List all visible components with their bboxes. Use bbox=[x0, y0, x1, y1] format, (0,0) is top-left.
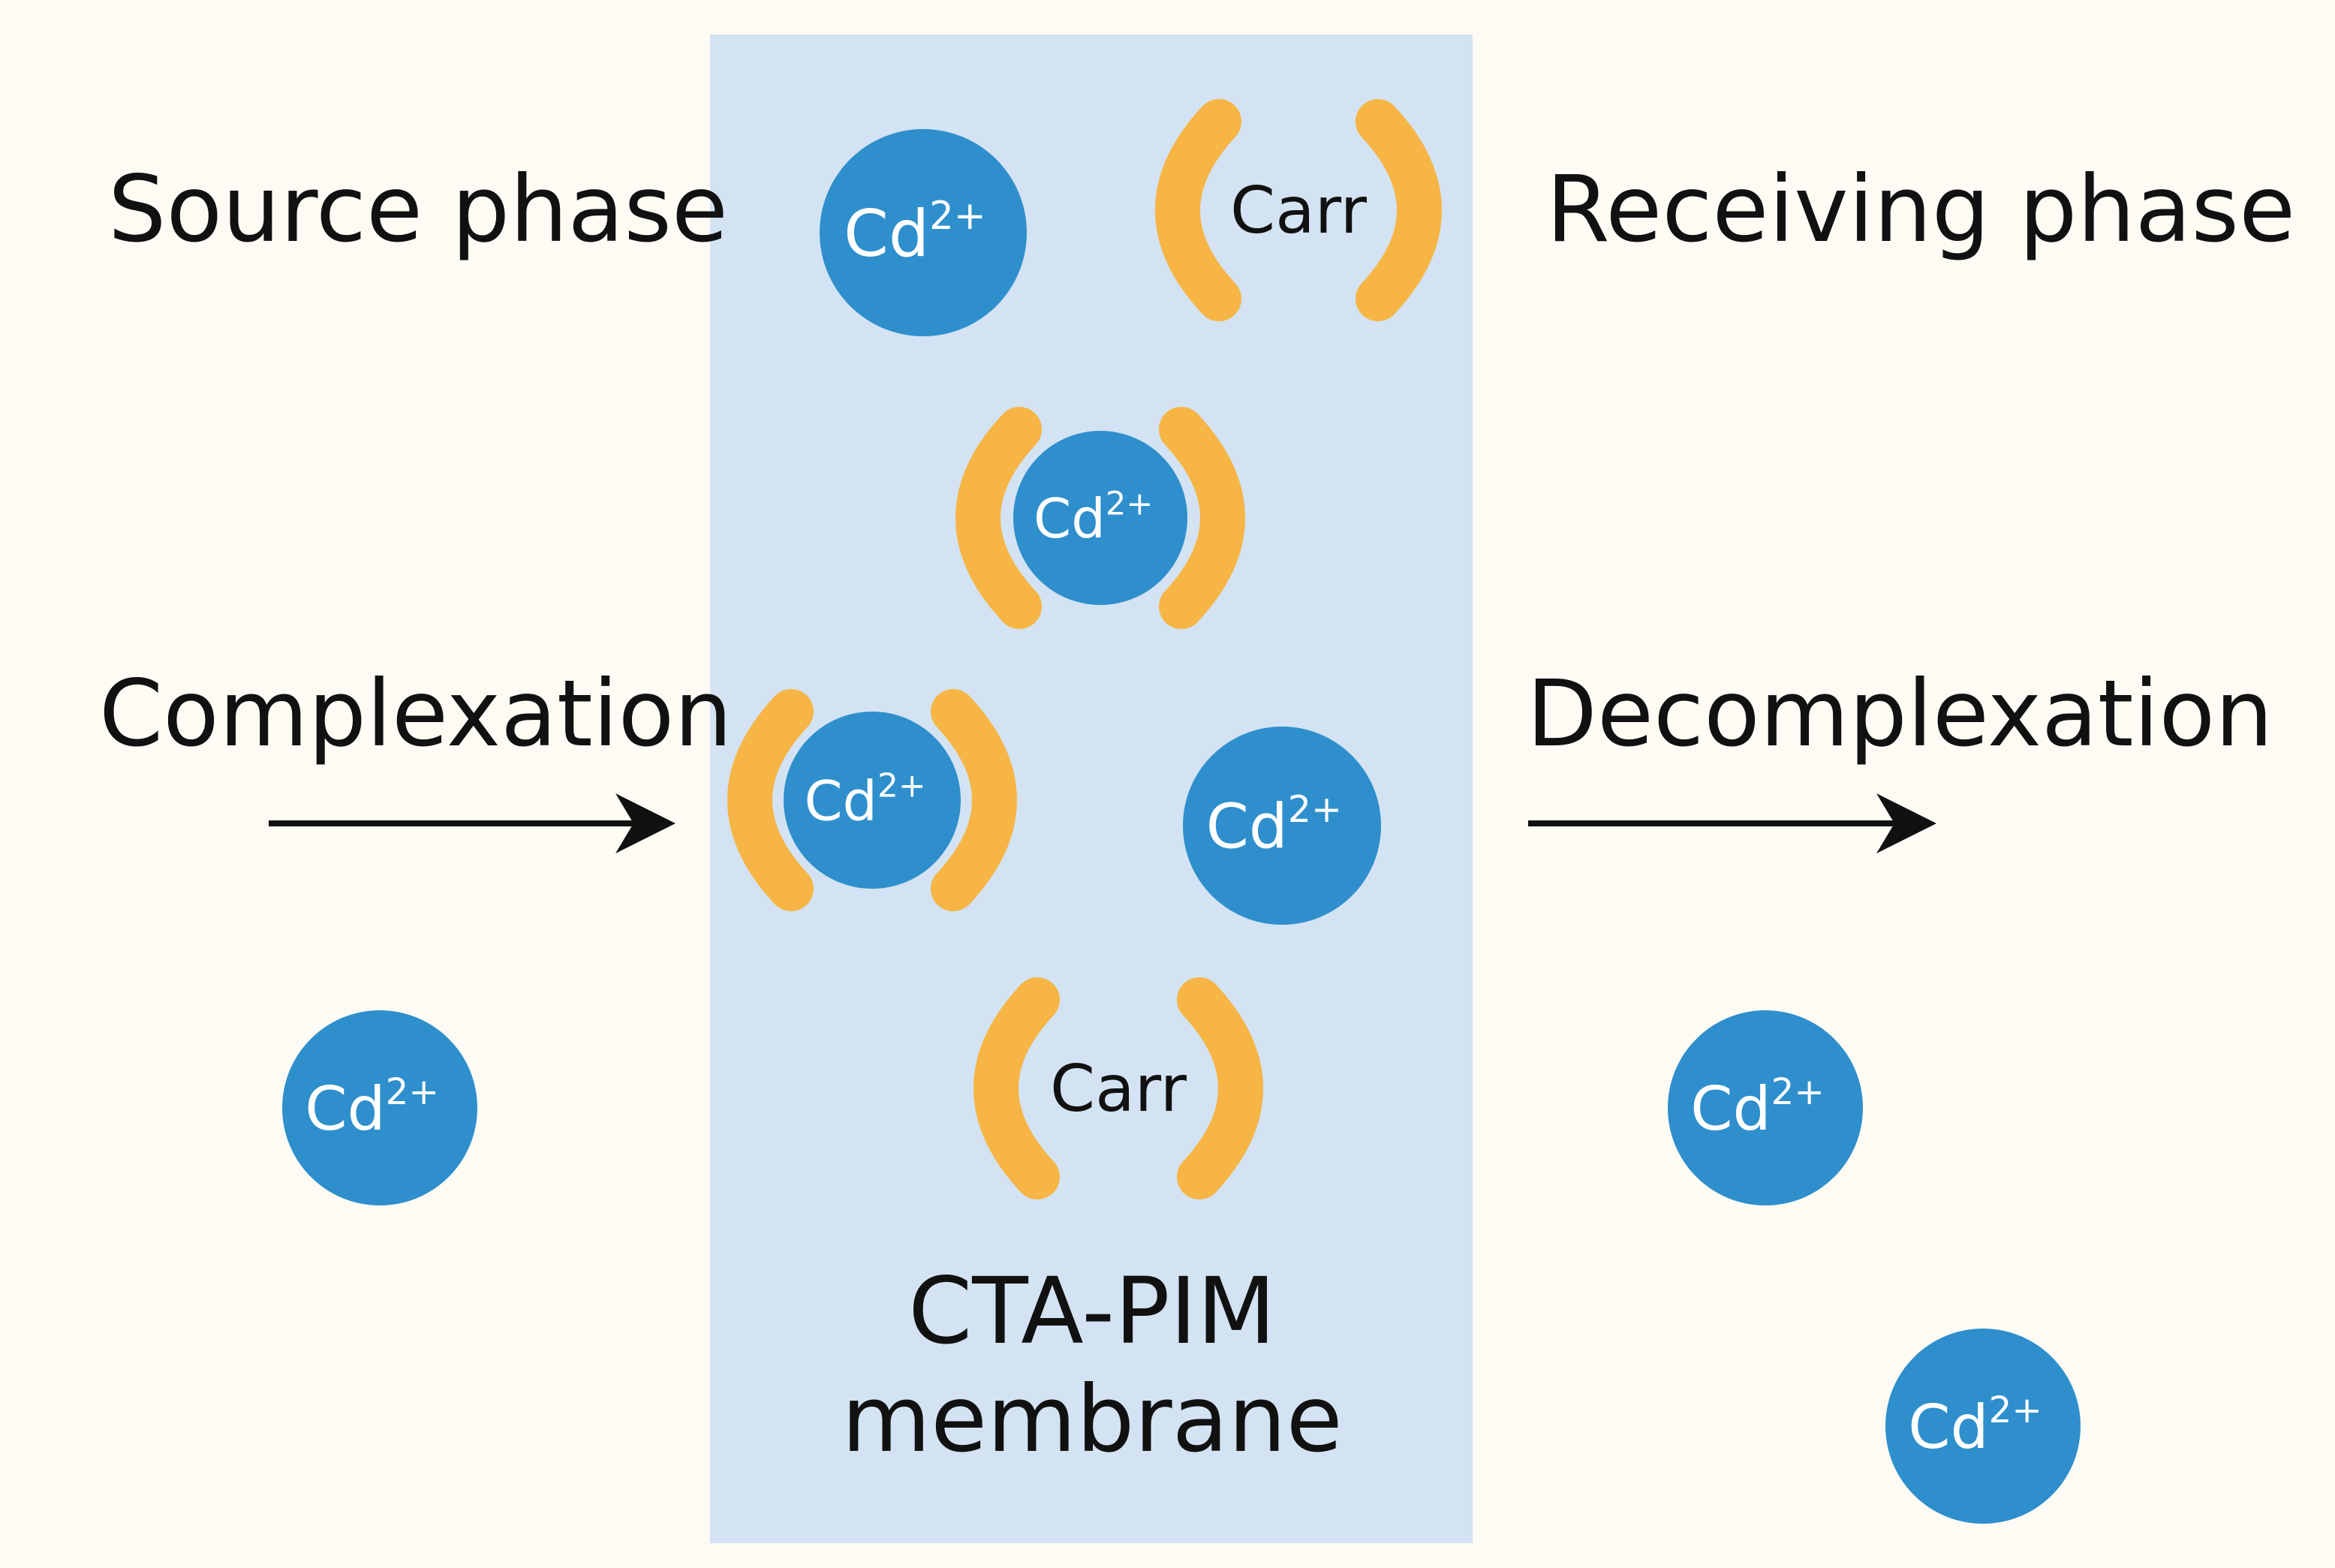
carrier-complex-upper bbox=[955, 407, 1245, 629]
carrier-left-arm bbox=[955, 407, 1042, 629]
carrier-left-arm bbox=[727, 689, 814, 911]
cd-ion-membrane-top: Cd2+ bbox=[820, 129, 1027, 336]
complexed-cd-ion: Cd2+ bbox=[1013, 431, 1187, 605]
carrier-right-arm bbox=[931, 689, 1017, 911]
cd-ion-circle bbox=[282, 1010, 477, 1205]
free-carrier-top: Carr bbox=[1155, 99, 1442, 321]
cd-ion-circle bbox=[1183, 727, 1381, 925]
cd-ion-source-phase: Cd2+ bbox=[282, 1010, 477, 1205]
carrier-complex-lower bbox=[727, 689, 1017, 911]
carrier-right-arm bbox=[1159, 407, 1245, 629]
decomplexation-label: Decomplexation bbox=[1527, 661, 2273, 767]
carrier-right-arm bbox=[1177, 977, 1263, 1199]
free-carrier-bottom: Carr bbox=[973, 977, 1263, 1199]
membrane-label-line1: CTA-PIM bbox=[908, 1258, 1276, 1365]
carrier-left-arm bbox=[1155, 99, 1241, 321]
cd-ion-circle bbox=[1668, 1010, 1863, 1205]
carrier-right-arm bbox=[1356, 99, 1442, 321]
carrier-left-arm bbox=[973, 977, 1060, 1199]
carrier-label: Carr bbox=[1230, 173, 1368, 248]
source-phase-label: Source phase bbox=[108, 156, 728, 263]
cd-ion-circle bbox=[820, 129, 1027, 336]
carrier-label: Carr bbox=[1050, 1052, 1187, 1127]
cd-ion-circle bbox=[1013, 431, 1187, 605]
cd-ion-receiving-lower: Cd2+ bbox=[1885, 1329, 2081, 1524]
cd-ion-label: Cd2+ bbox=[1908, 1389, 2042, 1463]
complexed-cd-ion: Cd2+ bbox=[784, 712, 961, 889]
cd-ion-circle bbox=[784, 712, 961, 889]
cd-ion-membrane-right: Cd2+ bbox=[1183, 727, 1381, 925]
cd-ion-label: Cd2+ bbox=[305, 1071, 439, 1145]
cd-ion-circle bbox=[1885, 1329, 2081, 1524]
membrane-label-line2: membrane bbox=[841, 1366, 1343, 1473]
cd-ion-receiving-upper: Cd2+ bbox=[1668, 1010, 1863, 1205]
complexation-label: Complexation bbox=[99, 661, 733, 767]
receiving-phase-label: Receiving phase bbox=[1546, 156, 2296, 263]
